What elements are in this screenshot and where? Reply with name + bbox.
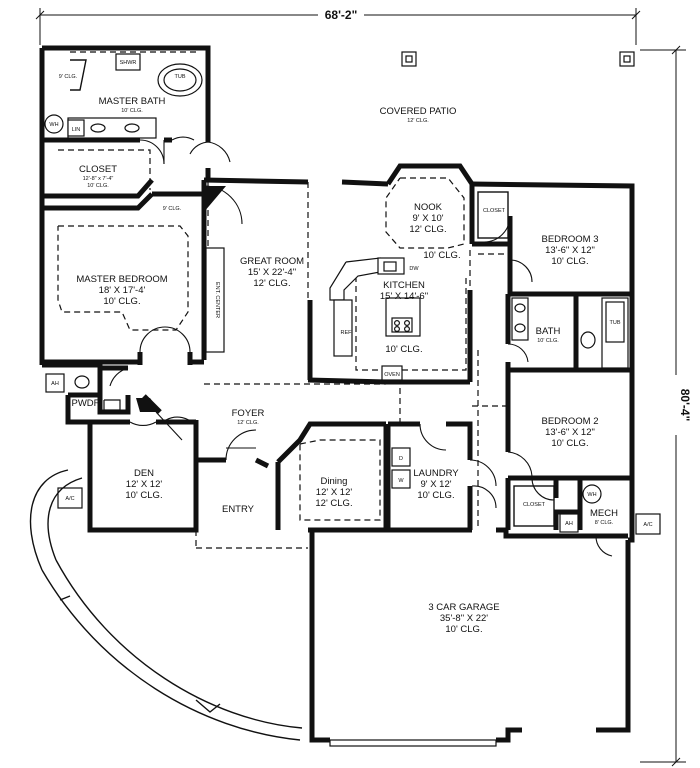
master-bedroom-ceiling: 10' CLG. xyxy=(103,296,140,307)
foyer-ceiling: 12' CLG. xyxy=(237,420,259,426)
closet-size: 12'-8" x 7'-4" xyxy=(83,176,114,182)
pwdr-name: PWDR xyxy=(71,398,100,409)
garage-size: 35'-8" X 22' xyxy=(440,613,488,624)
hall-ceiling: 9' CLG. xyxy=(163,206,182,212)
den-size: 12' X 12' xyxy=(126,479,163,490)
bedroom2-name: BEDROOM 2 xyxy=(541,416,598,427)
covered-patio-ceiling: 12' CLG. xyxy=(407,118,429,124)
mech-ah-label: AH xyxy=(565,521,573,527)
ac-unit-right-label: A/C xyxy=(643,522,652,528)
curved-walkway xyxy=(29,469,303,741)
master-tub-label: TUB xyxy=(175,74,186,80)
master-bath-ceiling: 10' CLG. xyxy=(121,108,143,114)
garage-ceiling: 10' CLG. xyxy=(445,624,482,635)
bedroom3-ceiling: 10' CLG. xyxy=(551,256,588,267)
bedroom3-size: 13'-6" X 12" xyxy=(545,245,595,256)
great-room-ceiling: 12' CLG. xyxy=(253,278,290,289)
master-bedroom-size: 18' X 17'-4' xyxy=(99,285,146,296)
room-labels: MASTER BATH 10' CLG. COVERED PATIO 12' C… xyxy=(71,96,618,635)
kitchen-ceiling: 10' CLG. xyxy=(385,344,422,355)
master-bedroom-name: MASTER BEDROOM xyxy=(76,274,167,285)
mech-name: MECH xyxy=(590,508,618,519)
overall-width-dimension: 68'-2" xyxy=(325,8,358,22)
fixtures: SHWR TUB LIN WH 9' CLG. ENT. CENTER DW R… xyxy=(44,51,661,747)
garage-name: 3 CAR GARAGE xyxy=(428,602,499,613)
dishwasher-label: DW xyxy=(409,266,419,272)
den-name: DEN xyxy=(134,468,154,479)
nook-size: 9' X 10' xyxy=(412,213,443,224)
laundry-ceiling: 10' CLG. xyxy=(417,490,454,501)
ac-unit-left-label: A/C xyxy=(65,496,74,502)
kitchen-nook-side-ceiling: 10' CLG. xyxy=(423,250,460,261)
great-room-size: 15' X 22'-4" xyxy=(248,267,296,278)
covered-patio-name: COVERED PATIO xyxy=(380,106,457,117)
master-small-closet-label: 9' CLG. xyxy=(59,74,78,80)
refrigerator-label: REF xyxy=(341,330,353,336)
bedroom2-ceiling: 10' CLG. xyxy=(551,438,588,449)
laundry-size: 9' X 12' xyxy=(420,479,451,490)
den-ceiling: 10' CLG. xyxy=(125,490,162,501)
bedroom2-closet-label: CLOSET xyxy=(523,502,546,508)
linen-label: LIN xyxy=(72,127,81,133)
master-bath-name: MASTER BATH xyxy=(99,96,166,107)
dining-ceiling: 12' CLG. xyxy=(315,498,352,509)
laundry-name: LAUNDRY xyxy=(413,468,459,479)
bath-tub-label: TUB xyxy=(610,320,621,326)
closet-name: CLOSET xyxy=(79,164,117,175)
entry-name: ENTRY xyxy=(222,504,255,515)
nook-ceiling: 12' CLG. xyxy=(409,224,446,235)
shower-label: SHWR xyxy=(120,60,137,66)
washer-label: W xyxy=(398,478,404,484)
dashed-lines xyxy=(57,51,508,549)
overall-depth-dimension: 80'-4" xyxy=(678,389,692,422)
oven-label: OVEN xyxy=(384,372,400,378)
closet-ceiling: 10' CLG. xyxy=(87,183,109,189)
master-wh-label: WH xyxy=(49,122,58,128)
kitchen-name: KITCHEN xyxy=(383,280,425,291)
dimension-lines: 68'-2" 80'-4" xyxy=(35,6,692,767)
dining-size: 12' X 12' xyxy=(316,487,353,498)
pwdr-ah-label: AH xyxy=(51,381,59,387)
bedroom2-size: 13'-6" X 12" xyxy=(545,427,595,438)
exterior-walls xyxy=(39,45,635,743)
nook-name: NOOK xyxy=(414,202,443,213)
kitchen-size: 15' X 14'-6" xyxy=(380,291,428,302)
dryer-label: D xyxy=(399,456,403,462)
bath-name: BATH xyxy=(536,326,561,337)
mech-wh-label: WH xyxy=(587,492,596,498)
ent-center-label: ENT. CENTER xyxy=(214,282,220,318)
foyer-name: FOYER xyxy=(232,408,265,419)
bedroom3-closet-label: CLOSET xyxy=(483,208,506,214)
great-room-name: GREAT ROOM xyxy=(240,256,304,267)
bath-ceiling: 10' CLG. xyxy=(537,338,559,344)
mech-ceiling: 8' CLG. xyxy=(595,520,614,526)
bedroom3-name: BEDROOM 3 xyxy=(541,234,598,245)
dining-name: Dining xyxy=(321,476,348,487)
door-swings xyxy=(109,136,613,557)
